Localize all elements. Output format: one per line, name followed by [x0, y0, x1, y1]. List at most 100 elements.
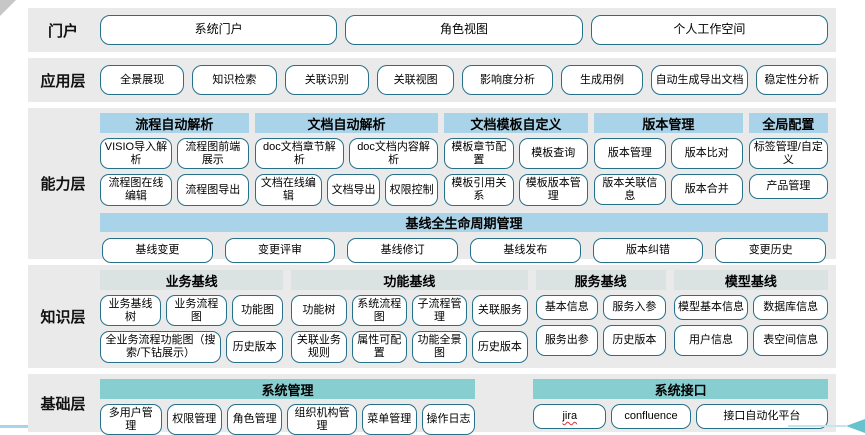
- kb-button-history-version[interactable]: 历史版本: [472, 331, 528, 363]
- cursor-arrow-icon: [846, 419, 865, 433]
- layer-label-foundation: 基础层: [40, 395, 86, 413]
- fd-button-menu-mgmt[interactable]: 菜单管理: [361, 404, 418, 435]
- layer-band-portal: 门户 系统门户 角色视图 个人工作空间: [28, 8, 836, 52]
- cap-button-flowchart-frontend[interactable]: 流程图前端展示: [176, 138, 249, 170]
- group-doc-template-custom: 文档模板自定义 模板章节配置 模板查询 模板引用关系 模板版本管理: [444, 113, 588, 206]
- layer-label-portal: 门户: [47, 22, 78, 40]
- group-header: 系统管理: [100, 379, 475, 399]
- fd-button-operation-log[interactable]: 操作日志: [422, 404, 475, 435]
- layer-band-application: 应用层 全景展现 知识检索 关联识别 关联视图 影响度分析 生成用例 自动生成导…: [28, 58, 836, 102]
- kb-button-function-tree[interactable]: 功能树: [291, 295, 347, 327]
- knowledge-groups: 业务基线 业务基线树 业务流程图 功能图 全业务流程功能图（搜索/下钻展示） 历…: [100, 270, 829, 363]
- fd-button-org-mgmt[interactable]: 组织机构管理: [287, 404, 357, 435]
- cap-button-template-reference[interactable]: 模板引用关系: [444, 174, 514, 206]
- cap-button-flowchart-export[interactable]: 流程图导出: [176, 174, 249, 206]
- kb-button-related-service[interactable]: 关联服务: [472, 295, 528, 327]
- cap-button-template-query[interactable]: 模板查询: [518, 138, 588, 170]
- kb-button-business-flowchart[interactable]: 业务流程图: [165, 295, 227, 327]
- slide-corner-decoration: [0, 0, 16, 16]
- kb-button-tablespace-info[interactable]: 表空间信息: [753, 325, 829, 356]
- cap-button-version-compare[interactable]: 版本比对: [670, 138, 743, 169]
- group-model-baseline: 模型基线 模型基本信息 数据库信息 用户信息 表空间信息: [673, 270, 829, 356]
- baseline-button-revise[interactable]: 基线修订: [347, 237, 459, 263]
- fd-button-interface-automation-platform[interactable]: 接口自动化平台: [695, 404, 828, 429]
- app-button-knowledge-search[interactable]: 知识检索: [192, 65, 277, 95]
- group-header: 系统接口: [533, 379, 828, 399]
- group-header: 服务基线: [535, 270, 666, 290]
- fd-button-permission-mgmt[interactable]: 权限管理: [166, 404, 222, 435]
- portal-button-role-view[interactable]: 角色视图: [345, 15, 583, 45]
- kb-button-model-basic-info[interactable]: 模型基本信息: [673, 295, 749, 320]
- kb-button-function-chart[interactable]: 功能图: [231, 295, 284, 327]
- group-function-baseline: 功能基线 功能树 系统流程图 子流程管理 关联服务 关联业务规则 属性可配置 功…: [291, 270, 528, 363]
- group-header: 业务基线: [100, 270, 284, 290]
- cap-button-doc-content-parse[interactable]: doc文档内容解析: [348, 138, 439, 170]
- cap-button-doc-chapter-parse[interactable]: doc文档章节解析: [254, 138, 344, 170]
- group-header: 功能基线: [291, 270, 528, 290]
- kb-button-subprocess-mgmt[interactable]: 子流程管理: [411, 295, 468, 327]
- group-system-mgmt: 系统管理 多用户管理 权限管理 角色管理 组织机构管理 菜单管理 操作日志: [100, 379, 475, 435]
- cap-button-template-version-mgmt[interactable]: 模板版本管理: [518, 174, 588, 206]
- layer-label-knowledge: 知识层: [40, 309, 86, 326]
- kb-button-function-panorama[interactable]: 功能全景图: [411, 331, 468, 363]
- baseline-button-release[interactable]: 基线发布: [470, 237, 581, 263]
- group-header: 模型基线: [673, 270, 828, 290]
- architecture-diagram: 门户 系统门户 角色视图 个人工作空间 应用层 全景展现 知识检索 关联识别 关…: [28, 8, 836, 435]
- portal-button-system-portal[interactable]: 系统门户: [100, 15, 338, 45]
- layer-band-foundation: 基础层 系统管理 多用户管理 权限管理 角色管理 组织机构管理 菜单管理 操作日…: [28, 374, 836, 435]
- baseline-button-version-correction[interactable]: 版本纠错: [592, 237, 704, 263]
- cursor-arrow-line: [788, 425, 846, 427]
- kb-button-attr-configurable[interactable]: 属性可配置: [351, 331, 407, 363]
- group-header: 流程自动解析: [100, 113, 249, 133]
- application-buttons: 全景展现 知识检索 关联识别 关联视图 影响度分析 生成用例 自动生成导出文档 …: [98, 58, 836, 102]
- kb-button-related-business-rule[interactable]: 关联业务规则: [291, 331, 347, 363]
- group-business-baseline: 业务基线 业务基线树 业务流程图 功能图 全业务流程功能图（搜索/下钻展示） 历…: [100, 270, 284, 363]
- cap-button-tag-mgmt-custom[interactable]: 标签管理/自定义: [748, 138, 829, 170]
- baseline-button-change-history[interactable]: 变更历史: [715, 237, 827, 263]
- cap-button-doc-online-edit[interactable]: 文档在线编辑: [254, 174, 323, 206]
- kb-button-service-input[interactable]: 服务入参: [603, 295, 666, 320]
- group-process-auto-parse: 流程自动解析 VISIO导入解析 流程图前端展示 流程图在线编辑 流程图导出: [100, 113, 249, 206]
- cap-button-visio-import[interactable]: VISIO导入解析: [100, 138, 172, 170]
- group-doc-auto-parse: 文档自动解析 doc文档章节解析 doc文档内容解析 文档在线编辑 文档导出 权…: [254, 113, 439, 206]
- fd-button-jira[interactable]: jira: [533, 404, 607, 429]
- group-header: 版本管理: [593, 113, 743, 133]
- app-button-impact-analysis[interactable]: 影响度分析: [462, 65, 553, 95]
- cap-button-product-mgmt[interactable]: 产品管理: [748, 174, 829, 200]
- kb-button-system-flowchart[interactable]: 系统流程图: [351, 295, 407, 327]
- cap-button-template-chapter-config[interactable]: 模板章节配置: [444, 138, 514, 170]
- kb-button-history-version[interactable]: 历史版本: [603, 325, 666, 356]
- kb-button-service-output[interactable]: 服务出参: [535, 325, 599, 356]
- cap-button-permission-control[interactable]: 权限控制: [385, 174, 439, 206]
- app-button-generate-usecase[interactable]: 生成用例: [560, 65, 644, 95]
- fd-button-confluence[interactable]: confluence: [611, 404, 691, 429]
- cap-button-version-mgmt[interactable]: 版本管理: [593, 138, 666, 169]
- app-button-stability-analysis[interactable]: 稳定性分析: [755, 65, 828, 95]
- app-button-relation-identify[interactable]: 关联识别: [284, 65, 369, 95]
- fd-button-role-mgmt[interactable]: 角色管理: [226, 404, 283, 435]
- kb-button-user-info[interactable]: 用户信息: [673, 325, 749, 356]
- portal-button-personal-workspace[interactable]: 个人工作空间: [590, 15, 828, 45]
- app-button-auto-export-doc[interactable]: 自动生成导出文档: [651, 65, 748, 95]
- app-button-relation-view[interactable]: 关联视图: [376, 65, 455, 95]
- kb-button-basic-info[interactable]: 基本信息: [535, 295, 599, 320]
- group-header: 文档自动解析: [254, 113, 439, 133]
- cap-button-doc-export[interactable]: 文档导出: [327, 174, 381, 206]
- layer-band-capability: 能力层 流程自动解析 VISIO导入解析 流程图前端展示 流程图在线编辑 流程图…: [28, 108, 836, 263]
- app-button-panorama[interactable]: 全景展现: [100, 65, 185, 95]
- cap-button-version-relation-info[interactable]: 版本关联信息: [593, 174, 666, 206]
- kb-button-history-version[interactable]: 历史版本: [226, 331, 284, 363]
- cap-button-flowchart-online-edit[interactable]: 流程图在线编辑: [100, 174, 172, 206]
- baseline-button-change-review[interactable]: 变更评审: [224, 237, 336, 263]
- group-header: 全局配置: [748, 113, 829, 133]
- kb-button-database-info[interactable]: 数据库信息: [753, 295, 829, 320]
- baseline-button-change[interactable]: 基线变更: [102, 237, 213, 263]
- fd-button-multiuser-mgmt[interactable]: 多用户管理: [100, 404, 162, 435]
- cap-button-version-merge[interactable]: 版本合并: [670, 174, 743, 206]
- layer-label-application: 应用层: [40, 72, 86, 90]
- foundation-groups: 系统管理 多用户管理 权限管理 角色管理 组织机构管理 菜单管理 操作日志 系统…: [100, 379, 828, 435]
- kb-button-full-business-panorama[interactable]: 全业务流程功能图（搜索/下钻展示）: [100, 331, 222, 363]
- kb-button-business-baseline-tree[interactable]: 业务基线树: [100, 295, 161, 327]
- portal-buttons: 系统门户 角色视图 个人工作空间: [98, 8, 836, 52]
- slide-bottom-line-decoration: [0, 425, 28, 428]
